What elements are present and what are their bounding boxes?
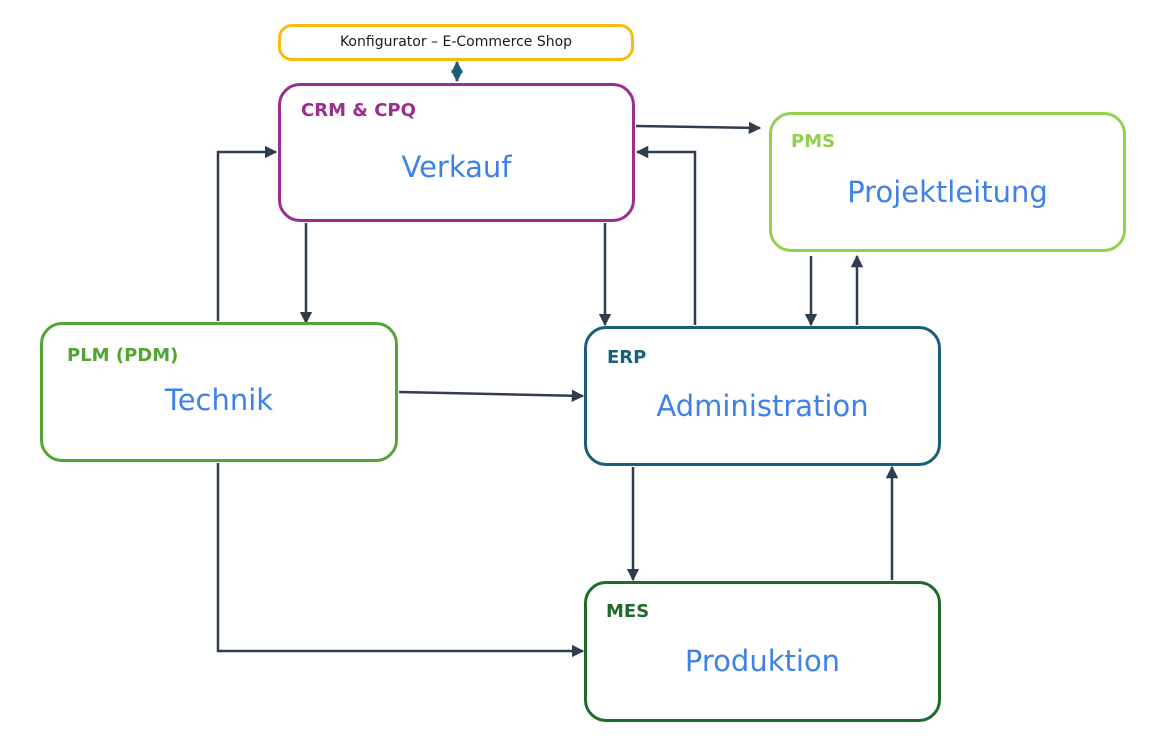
node-label: Technik [164,383,274,417]
edge-erp-to-crm [635,145,697,325]
node-system-tag: MES [606,601,650,622]
node-erp: ERP Administration [584,326,941,466]
node-label: Produktion [684,644,841,678]
node-system-tag: ERP [607,347,647,368]
node-system-tag: CRM & CPQ [301,100,416,121]
node-label: Administration [656,389,869,423]
node-konfigurator: Konfigurator – E-Commerce Shop [278,24,634,61]
node-label: Konfigurator – E-Commerce Shop [339,34,573,50]
node-system-tag: PMS [791,131,836,152]
edge-plm-to-erp [398,389,585,403]
node-label: Verkauf [401,150,512,184]
edge-crm-to-pms [635,121,762,135]
edge-plm-to-crm [216,145,278,321]
node-mes: MES Produktion [584,581,941,722]
edge-plm-to-mes [216,463,585,658]
node-pms: PMS Projektleitung [769,112,1126,252]
node-label: Projektleitung [847,175,1048,209]
node-system-tag: PLM (PDM) [67,345,179,366]
node-crm-cpq: CRM & CPQ Verkauf [278,83,635,222]
node-plm-pdm: PLM (PDM) Technik [40,322,398,462]
